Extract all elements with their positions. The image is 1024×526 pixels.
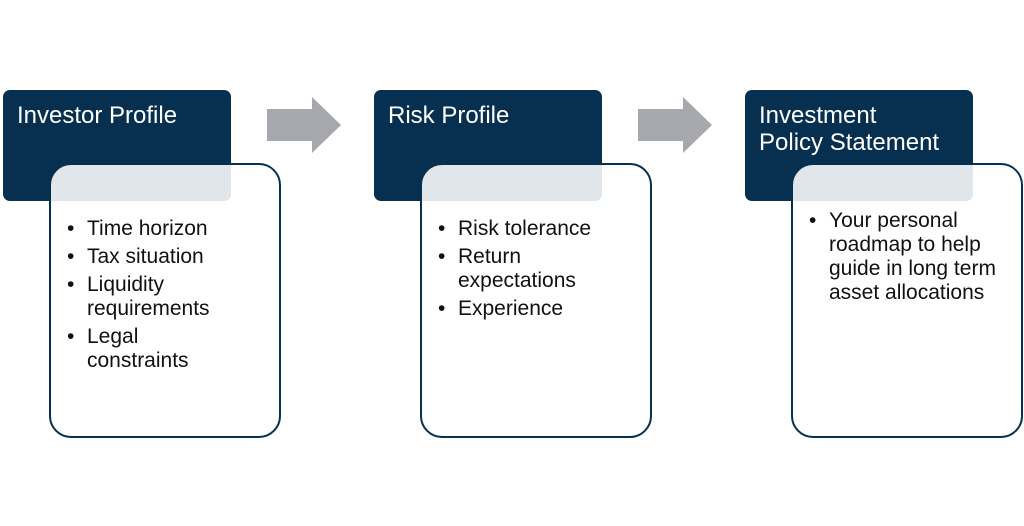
right-arrow-icon — [264, 97, 344, 157]
stage-bullet-list: Your personal roadmap to help guide in l… — [809, 209, 1009, 309]
stage-box-investment-policy-statement: Your personal roadmap to help guide in l… — [791, 163, 1023, 438]
stage-bullet-list: Time horizon Tax situation Liquidity req… — [67, 217, 257, 377]
stage-title: Risk Profile — [388, 102, 510, 129]
list-item: Your personal roadmap to help guide in l… — [809, 209, 1004, 305]
stage-box-risk-profile: Risk tolerance Return expectations Exper… — [420, 163, 652, 438]
stage-box-investor-profile: Time horizon Tax situation Liquidity req… — [49, 163, 281, 438]
list-item: Experience — [438, 297, 638, 321]
list-item: Tax situation — [67, 245, 257, 269]
list-item: Return expectations — [438, 245, 603, 293]
stage-bullet-list: Risk tolerance Return expectations Exper… — [438, 217, 638, 325]
stage-title-line: Policy Statement — [759, 129, 940, 156]
list-item: Risk tolerance — [438, 217, 638, 241]
stage-title-line: Investment — [759, 102, 877, 129]
list-item: Legal constraints — [67, 325, 227, 373]
right-arrow-icon — [635, 97, 715, 157]
list-item: Time horizon — [67, 217, 257, 241]
list-item: Liquidity requirements — [67, 273, 237, 321]
stage-title: Investor Profile — [17, 102, 178, 129]
